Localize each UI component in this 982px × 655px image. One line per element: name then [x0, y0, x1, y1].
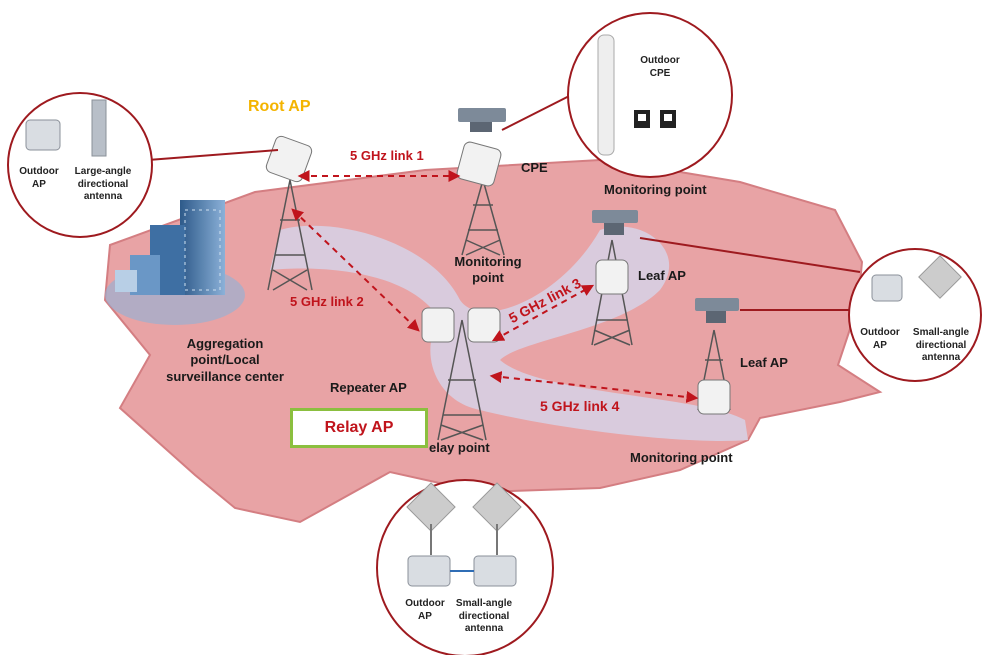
- outdoor-cpe-icon: [597, 34, 615, 156]
- outdoor-ap-icon-left: [25, 119, 61, 151]
- text-line: antenna: [921, 352, 961, 363]
- monitoring-point-top-label: Monitoring point: [604, 182, 707, 197]
- callout-bottom-outdoor-ap: Outdoor AP: [400, 598, 450, 623]
- text-line: directional: [77, 178, 129, 190]
- repeater-ap-label: Repeater AP: [330, 380, 407, 395]
- callout-bottom: [376, 479, 554, 655]
- link4-line: [489, 371, 699, 403]
- cpe-ap-icon: [456, 141, 502, 187]
- callout-right-outdoor-ap: Outdoor AP: [855, 327, 905, 352]
- leaf-ap-tower-2: [697, 329, 731, 411]
- text-line: AP: [418, 610, 432, 622]
- link4-label: 5 GHz link 4: [540, 398, 620, 414]
- leaf-ap-label-1: Leaf AP: [638, 268, 686, 283]
- aggregation-label: Aggregation point/Local surveillance cen…: [150, 336, 300, 385]
- outdoor-ap-icon-bottom: [407, 555, 517, 587]
- root-ap-label: Root AP: [248, 98, 311, 115]
- callout-top: [567, 12, 733, 178]
- camera-icon-leaf-1: [592, 210, 638, 235]
- aggregation-building: [105, 200, 245, 325]
- text-line: Outdoor: [640, 55, 680, 66]
- leaf-ap-icon-2: [697, 379, 731, 415]
- callout-left: [7, 92, 153, 238]
- relay-ap-box: Relay AP: [290, 408, 428, 448]
- text-line: Outdoor: [405, 598, 445, 609]
- text-line: Small-angle: [912, 327, 970, 338]
- relay-point-label: elay point: [429, 440, 490, 455]
- aggregation-line3: surveillance center: [166, 368, 284, 384]
- relay-ap-label: Relay AP: [324, 419, 394, 436]
- callout-bottom-antenna: Small-angle directional antenna: [448, 598, 520, 636]
- text-line: AP: [32, 178, 46, 190]
- callout-right-antenna: Small-angle directional antenna: [903, 327, 979, 365]
- text-line: Small-angle: [455, 598, 513, 609]
- text-line: antenna: [83, 191, 123, 202]
- monitoring-point-center-line1: Monitoring: [454, 254, 522, 269]
- monitoring-point-bottom-label: Monitoring point: [630, 450, 733, 465]
- callout-top-cpe: Outdoor CPE: [630, 55, 690, 80]
- text-line: directional: [915, 339, 967, 351]
- link3-line: [491, 284, 595, 342]
- camera-icon-top: [458, 108, 506, 132]
- text-line: directional: [458, 610, 510, 622]
- aggregation-line1: Aggregation: [186, 336, 264, 351]
- text-line: CPE: [649, 67, 671, 79]
- monitoring-point-center-label: Monitoring point: [448, 254, 528, 287]
- connector-left: [147, 149, 279, 161]
- link2-line: [291, 208, 420, 332]
- connector-right-1: [639, 237, 861, 273]
- outdoor-ap-icon-right: [871, 274, 903, 302]
- text-line: Outdoor: [19, 166, 59, 177]
- relay-tower: [437, 319, 487, 441]
- cpe-tower: [461, 179, 505, 256]
- cpe-label: CPE: [521, 160, 548, 175]
- callout-left-antenna: Large-angle directional antenna: [68, 166, 138, 204]
- callout-left-outdoor-ap: Outdoor AP: [14, 166, 64, 191]
- port-icon-2: [660, 110, 676, 128]
- aggregation-line2: point/Local: [190, 352, 260, 368]
- text-line: Large-angle: [74, 166, 132, 177]
- link1-label: 5 GHz link 1: [350, 148, 424, 163]
- small-angle-antenna-icon-bottom-2: [472, 482, 522, 555]
- text-line: antenna: [464, 623, 504, 634]
- monitoring-point-center-line2: point: [472, 270, 504, 286]
- leaf-ap-label-2: Leaf AP: [740, 355, 788, 370]
- text-line: Outdoor: [860, 327, 900, 338]
- small-angle-antenna-icon-bottom-1: [406, 482, 456, 555]
- leaf-ap-icon-1: [595, 259, 629, 295]
- text-line: AP: [873, 339, 887, 351]
- small-angle-antenna-icon-right: [918, 255, 962, 299]
- camera-icon-leaf-2: [695, 298, 739, 323]
- link2-label: 5 GHz link 2: [290, 294, 364, 309]
- port-icon-1: [634, 110, 650, 128]
- large-angle-antenna-icon: [91, 99, 107, 157]
- root-ap-icon: [265, 135, 313, 183]
